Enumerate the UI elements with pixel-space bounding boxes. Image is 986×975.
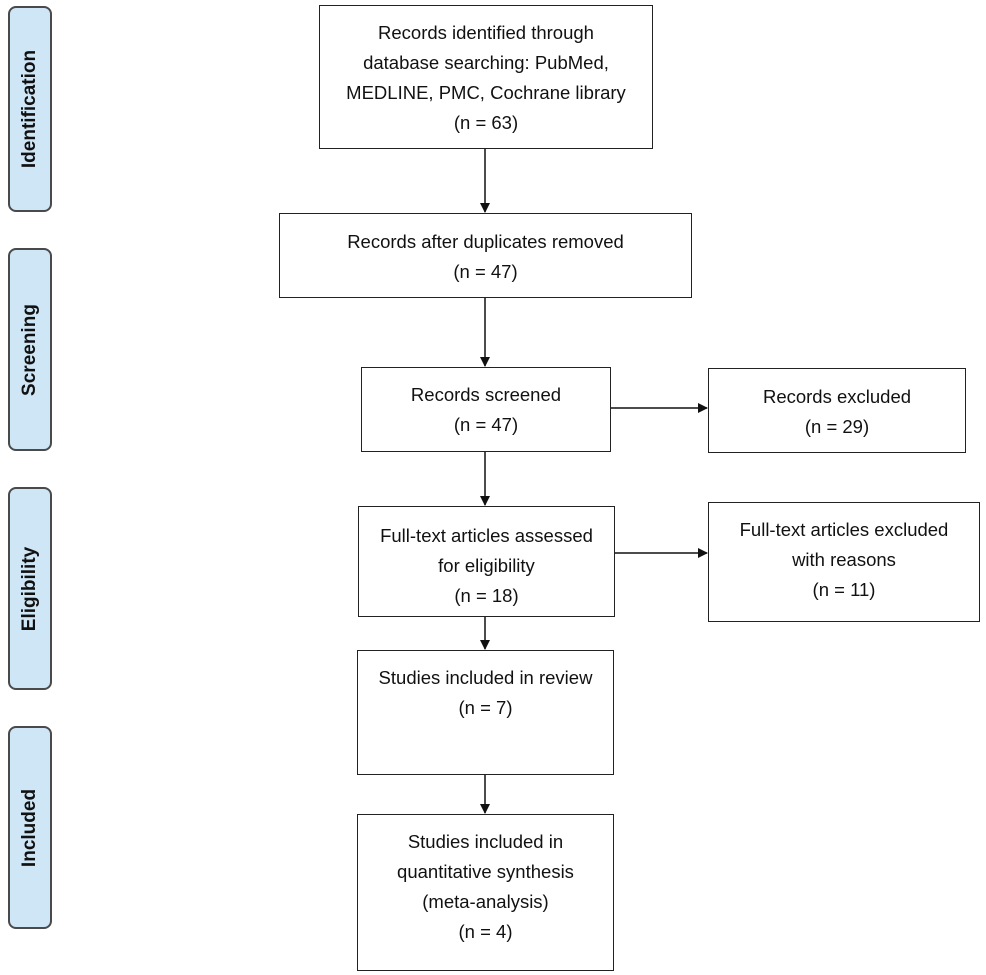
box-studies-included-review-count: (n = 7) — [458, 697, 513, 718]
box-studies-included-review-text: Studies included in review — [378, 667, 593, 688]
box-duplicates-removed: Records after duplicates removed (n = 47… — [279, 213, 692, 298]
box-fulltext-assessed-count: (n = 18) — [454, 585, 519, 606]
box-records-identified: Records identified through database sear… — [319, 5, 653, 149]
box-records-excluded: Records excluded (n = 29) — [708, 368, 966, 453]
box-duplicates-removed-text: Records after duplicates removed — [347, 231, 624, 252]
box-records-identified-count: (n = 63) — [453, 112, 519, 133]
box-fulltext-excluded-text: Full-text articles excluded with reasons — [739, 519, 949, 570]
box-fulltext-assessed: Full-text articles assessed for eligibil… — [358, 506, 615, 617]
box-studies-included-review: Studies included in review (n = 7) — [357, 650, 614, 775]
box-records-excluded-count: (n = 29) — [804, 416, 870, 437]
box-fulltext-excluded-count: (n = 11) — [812, 579, 876, 600]
phase-label-screening: Screening — [19, 303, 40, 396]
box-quantitative-synthesis: Studies included in quantitative synthes… — [357, 814, 614, 971]
phase-identification: Identification — [8, 6, 52, 212]
box-quantitative-synthesis-text: Studies included in quantitative synthes… — [397, 831, 574, 912]
box-records-screened-count: (n = 47) — [453, 414, 519, 435]
box-records-screened: Records screened (n = 47) — [361, 367, 611, 452]
phase-label-eligibility: Eligibility — [19, 546, 40, 631]
box-quantitative-synthesis-count: (n = 4) — [458, 921, 513, 942]
box-records-identified-text: Records identified through database sear… — [346, 22, 626, 103]
box-duplicates-removed-count: (n = 47) — [453, 261, 518, 282]
phase-screening: Screening — [8, 248, 52, 451]
phase-eligibility: Eligibility — [8, 487, 52, 690]
box-records-screened-text: Records screened — [410, 384, 562, 405]
box-records-excluded-text: Records excluded — [762, 386, 912, 407]
box-fulltext-excluded: Full-text articles excluded with reasons… — [708, 502, 980, 622]
box-fulltext-assessed-text: Full-text articles assessed for eligibil… — [380, 525, 593, 576]
phase-label-included: Included — [19, 788, 40, 867]
phase-included: Included — [8, 726, 52, 929]
phase-label-identification: Identification — [19, 49, 40, 169]
